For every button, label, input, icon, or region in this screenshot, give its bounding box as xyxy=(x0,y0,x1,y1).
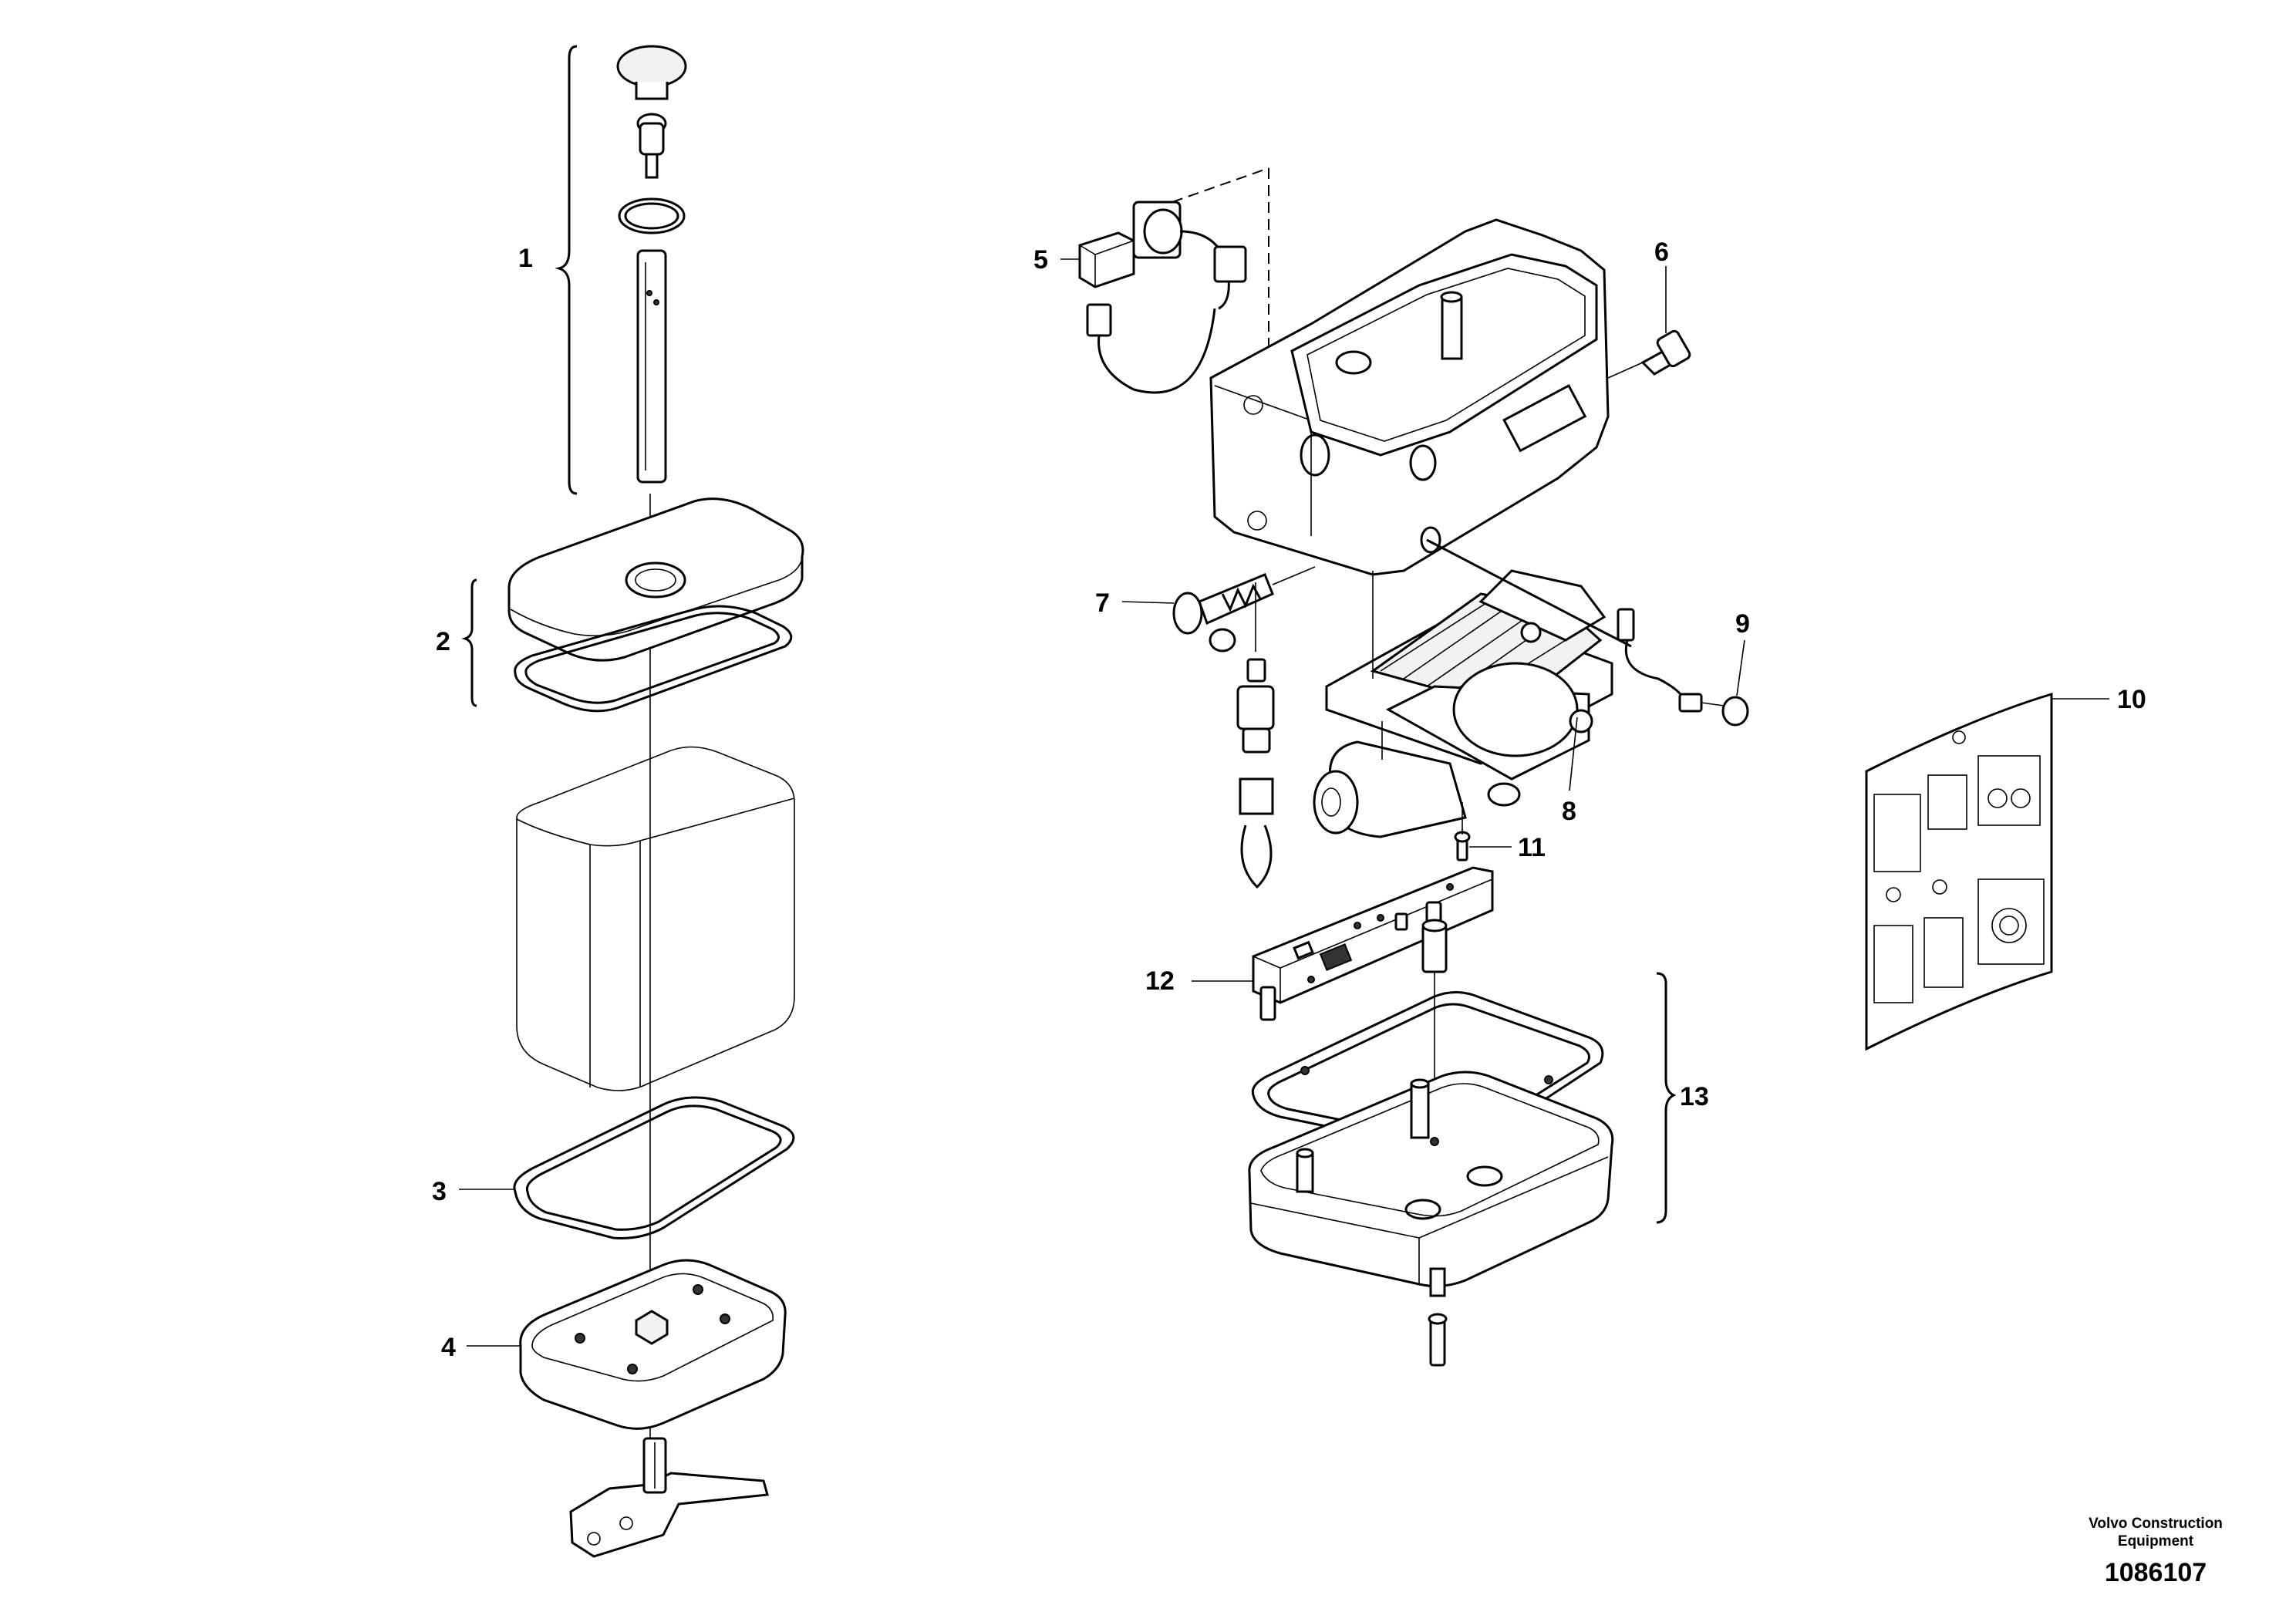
upper-pump-housing xyxy=(1209,218,1610,576)
leader-lines xyxy=(459,258,2109,1347)
callout-1: 1 xyxy=(518,244,533,273)
part-1-filler-assembly xyxy=(616,45,687,484)
bracket-1 xyxy=(555,45,578,495)
part-2-reservoir-lid xyxy=(507,497,804,713)
bracket-13 xyxy=(1656,972,1677,1224)
document-number: 1086107 xyxy=(2104,1558,2207,1587)
bracket-2 xyxy=(461,578,477,707)
part-10-decal-sheet xyxy=(1865,692,2053,1051)
callout-6: 6 xyxy=(1654,238,1669,267)
callout-2: 2 xyxy=(436,627,450,656)
brand-line-1: Volvo Construction xyxy=(2089,1516,2223,1532)
callout-13: 13 xyxy=(1680,1082,1709,1111)
part-13-lower-housing xyxy=(1248,991,1614,1367)
part-4-base-plate xyxy=(519,1259,787,1430)
callout-3: 3 xyxy=(432,1177,447,1206)
callout-9: 9 xyxy=(1735,609,1750,639)
part-11-screw xyxy=(1454,802,1471,862)
brand-label: Volvo Construction Equipment xyxy=(2075,1516,2237,1551)
part-7-fitting xyxy=(1172,566,1316,653)
callout-8: 8 xyxy=(1562,797,1576,826)
part-3-gasket xyxy=(513,1096,795,1239)
part-5-connector-harness xyxy=(1078,167,1269,447)
callout-10: 10 xyxy=(2117,685,2146,714)
callout-4: 4 xyxy=(441,1333,456,1362)
callout-11: 11 xyxy=(1518,833,1546,862)
pressure-relief-valve xyxy=(1236,582,1275,889)
part-8-pump-motor xyxy=(1313,569,1613,838)
callout-12: 12 xyxy=(1145,966,1175,996)
part-9-sensor-cable xyxy=(1426,538,1749,727)
brand-line-2: Equipment xyxy=(2117,1533,2194,1549)
part-6-plug xyxy=(1607,329,1691,379)
callout-7: 7 xyxy=(1095,588,1110,618)
reservoir-bowl xyxy=(516,746,795,1091)
callout-5: 5 xyxy=(1033,245,1048,275)
agitator-blade xyxy=(569,1437,769,1558)
